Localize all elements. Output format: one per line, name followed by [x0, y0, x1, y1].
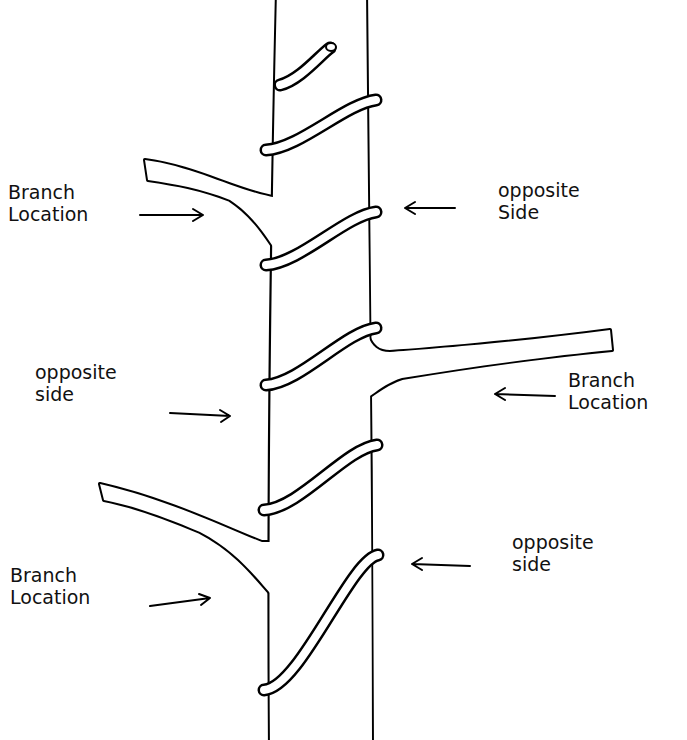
wire-outline [264, 48, 378, 690]
callout-label: Branch Location [8, 182, 88, 226]
wire-fill [264, 48, 378, 690]
callout-label: opposite side [35, 362, 117, 406]
wire-cut-end [326, 43, 336, 51]
trunk-outline [100, 0, 612, 740]
callout-label: Branch Location [568, 370, 648, 414]
leader-arrows [140, 202, 555, 606]
callout-label: opposite Side [498, 180, 580, 224]
callout-label: opposite side [512, 532, 594, 576]
callout-label: Branch Location [10, 565, 90, 609]
trunk-fill [100, 0, 612, 740]
